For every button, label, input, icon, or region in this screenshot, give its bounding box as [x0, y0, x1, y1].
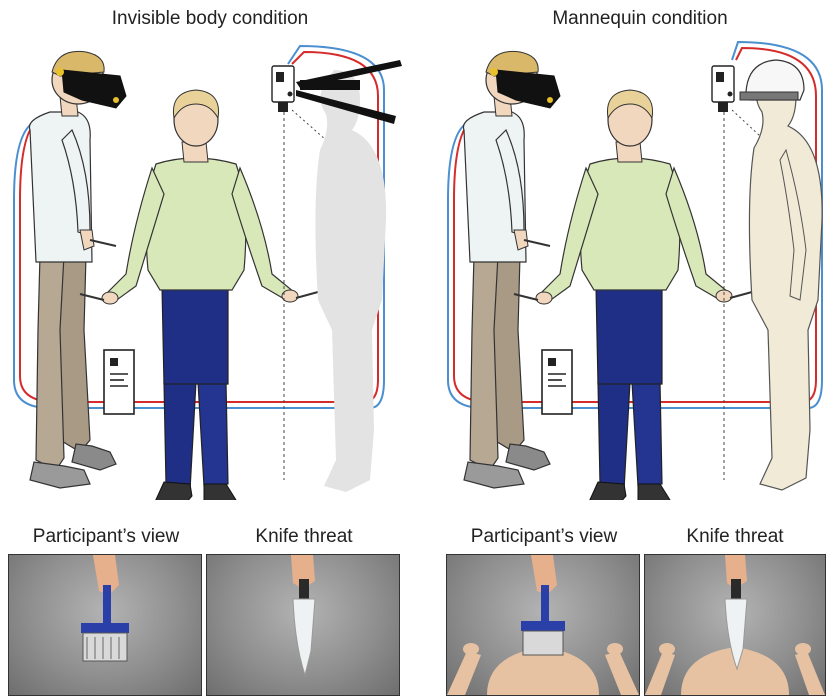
right-knife-threat-label: Knife threat [644, 526, 826, 548]
right-participant-view-photo [446, 554, 640, 696]
left-participant-view-photo [8, 554, 202, 696]
setup-illustration [0, 0, 826, 500]
right-knife-threat-photo [644, 554, 826, 696]
right-participant-view-label: Participant’s view [446, 526, 642, 548]
left-participant-view-label: Participant’s view [8, 526, 204, 548]
left-knife-threat-label: Knife threat [206, 526, 402, 548]
left-knife-threat-photo [206, 554, 400, 696]
